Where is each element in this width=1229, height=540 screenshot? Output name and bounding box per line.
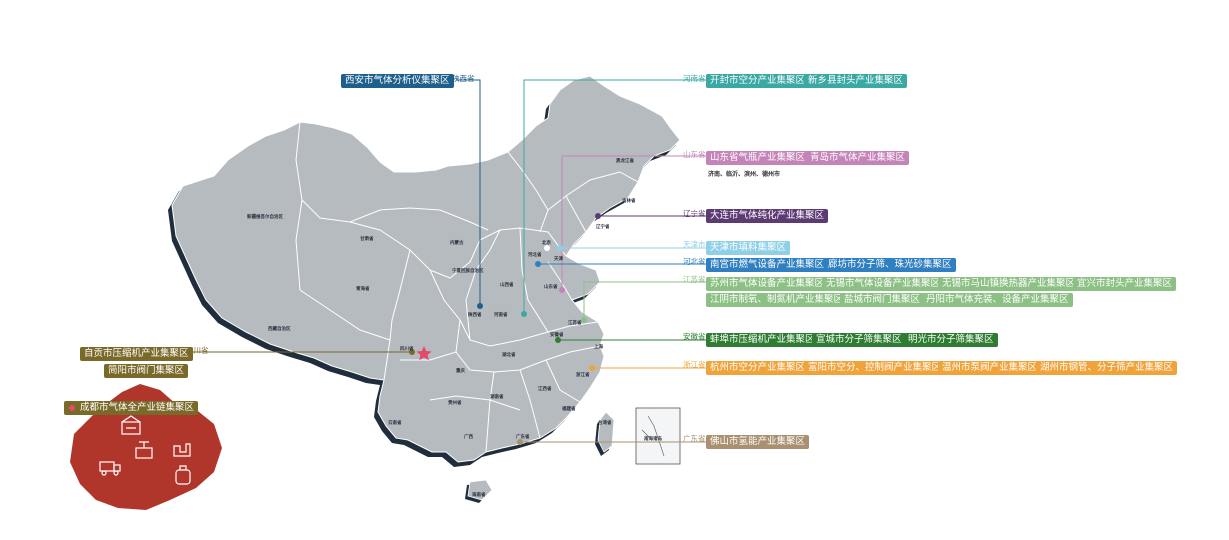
map-label-hunan: 湖南省 xyxy=(490,395,504,400)
cluster-tag-qingdao: 青岛市气体产业集聚区 xyxy=(806,151,910,165)
map-label-heilongjiang: 黑龙江省 xyxy=(616,159,634,164)
anchor-dots xyxy=(409,213,601,445)
cluster-tag-fuyang: 富阳市空分、控制阀产业集聚区 xyxy=(804,361,946,375)
factory-icon xyxy=(121,415,141,435)
map-label-yunnan: 云南省 xyxy=(388,421,402,426)
map-label-jiangsu: 江苏省 xyxy=(568,321,582,326)
map-label-chongqing: 重庆 xyxy=(456,369,465,374)
cluster-tag-tianjin: 天津市填料集聚区 xyxy=(706,241,791,255)
chengdu-star-icon xyxy=(416,346,432,361)
map-label-xizang: 西藏自治区 xyxy=(268,327,291,332)
south-sea-islands xyxy=(641,415,665,457)
map-label-gansu: 甘肃省 xyxy=(360,237,374,242)
map-label-taiwan: 台湾省 xyxy=(598,421,612,426)
prov-label-tianjin: 天津市 xyxy=(683,240,706,249)
cluster-tag-kaifeng: 开封市空分产业集聚区 xyxy=(706,74,810,88)
cluster-tag-langfang: 廊坊市分子筛、珠光砂集聚区 xyxy=(824,258,956,272)
connector-lines xyxy=(180,79,708,443)
map-body xyxy=(171,75,681,463)
map-label-fujian: 福建省 xyxy=(562,407,576,412)
map-label-shanghai: 上海 xyxy=(594,345,603,350)
map-label-zhejiang: 浙江省 xyxy=(576,373,590,378)
cluster-tag-bengbu: 蚌埠市压缩机产业集聚区 xyxy=(706,333,819,347)
cluster-tag-jiangyin: 江阴市制氧、制氮机产业集聚区 xyxy=(706,293,848,307)
prov-label-guangdong: 广东省 xyxy=(683,434,706,443)
cluster-tag-xian: 西安市气体分析仪集聚区 xyxy=(341,74,454,88)
map-label-xinjiang: 新疆维吾尔自治区 xyxy=(247,215,283,220)
cluster-tag-yancheng: 盐城市阀门集聚区 xyxy=(840,293,925,307)
cluster-tag-zigong: 自贡市压缩机产业集聚区 xyxy=(80,347,193,361)
prov-label-hebei: 河北省 xyxy=(683,257,706,266)
map-label-guizhou: 贵州省 xyxy=(448,401,462,406)
cluster-tag-suzhou: 苏州市气体设备产业集聚区 xyxy=(706,277,829,291)
cluster-tag-xinxiang: 新乡县封头产业集聚区 xyxy=(804,74,908,88)
cluster-tag-yixing: 宜兴市封头产业集聚区 xyxy=(1073,277,1177,291)
map-label-hainan: 海南省 xyxy=(472,493,486,498)
cylinder-icon xyxy=(175,465,191,485)
valve-icon xyxy=(135,441,153,459)
map-label-shanxi: 山西省 xyxy=(500,283,514,288)
cluster-tag-dalian: 大连市气体纯化产业集聚区 xyxy=(706,209,829,223)
map-label-south-sea: 南海诸岛 xyxy=(644,437,662,442)
map-label-guangxi: 广西 xyxy=(464,435,473,440)
prov-label-jiangsu: 江苏省 xyxy=(683,275,706,284)
cluster-tag-hangzhou: 杭州市空分产业集聚区 xyxy=(706,361,810,375)
cluster-tag-shandong-cylinder: 山东省气瓶产业集聚区 xyxy=(706,151,810,165)
province-borders xyxy=(295,121,639,453)
sichuan-chengdu-map xyxy=(70,384,222,510)
map-label-ningxia: 宁夏回族自治区 xyxy=(452,269,484,274)
map-label-hebei: 河北省 xyxy=(528,253,542,258)
map-label-neimenggu: 内蒙古 xyxy=(450,241,464,246)
cluster-tag-wenzhou: 温州市泵阀产业集聚区 xyxy=(938,361,1042,375)
prov-label-liaoning: 辽宁省 xyxy=(683,209,706,218)
map-label-qinghai: 青海省 xyxy=(356,287,370,292)
prov-label-shaanxi: 陕西省 xyxy=(452,74,475,83)
south-sea-inset xyxy=(635,407,681,465)
cluster-tag-mingguang: 明光市分子筛集聚区 xyxy=(904,333,998,347)
map-label-jiangxi: 江西省 xyxy=(538,387,552,392)
map-label-tianjin: 天津 xyxy=(554,257,563,262)
cluster-tag-wuxi-mashan: 无锡市马山镇换热器产业集聚区 xyxy=(938,277,1080,291)
cluster-tag-nangong: 南宫市燃气设备产业集聚区 xyxy=(706,258,829,272)
cluster-tag-wuxi: 无锡市气体设备产业集聚区 xyxy=(822,277,945,291)
beijing-marker xyxy=(544,245,550,251)
map-label-hubei: 湖北省 xyxy=(502,353,516,358)
map-label-guangdong: 广东省 xyxy=(516,435,530,440)
map-label-liaoning: 辽宁省 xyxy=(596,225,610,230)
prov-label-sichuan: 四川省 xyxy=(186,346,209,355)
cluster-tag-chengdu: 成都市气体全产业链集聚区 xyxy=(64,401,199,415)
prov-label-henan: 河南省 xyxy=(683,74,706,83)
prov-label-anhui: 安徽省 xyxy=(683,332,706,341)
hainan xyxy=(467,479,493,501)
shandong-cities-note: 济南、临沂、滨州、德州市 xyxy=(708,171,781,178)
cluster-tag-danyang: 丹阳市气体充装、设备产业集聚区 xyxy=(922,293,1073,307)
prov-label-shandong: 山东省 xyxy=(683,150,706,159)
prov-label-zhejiang: 浙江省 xyxy=(683,360,706,369)
cluster-tag-huzhou: 湖州市钢管、分子筛产业集聚区 xyxy=(1036,361,1178,375)
cluster-tag-foshan: 佛山市氢能产业集聚区 xyxy=(706,435,810,449)
map-label-shandong: 山东省 xyxy=(544,285,558,290)
cluster-tag-jianyang: 简阳市阀门集聚区 xyxy=(104,364,189,378)
map-label-henan: 河南省 xyxy=(494,313,508,318)
map-label-anhui: 安徽省 xyxy=(550,333,564,338)
truck-icon xyxy=(99,461,121,476)
map-label-shaanxi: 陕西省 xyxy=(468,313,482,318)
cluster-tag-xuancheng: 宣城市分子筛集聚区 xyxy=(812,333,906,347)
map-label-beijing: 北京 xyxy=(542,241,551,246)
map-label-jilin: 吉林省 xyxy=(622,199,636,204)
map-label-sichuan: 四川省 xyxy=(400,347,414,352)
plant-icon xyxy=(173,443,191,457)
